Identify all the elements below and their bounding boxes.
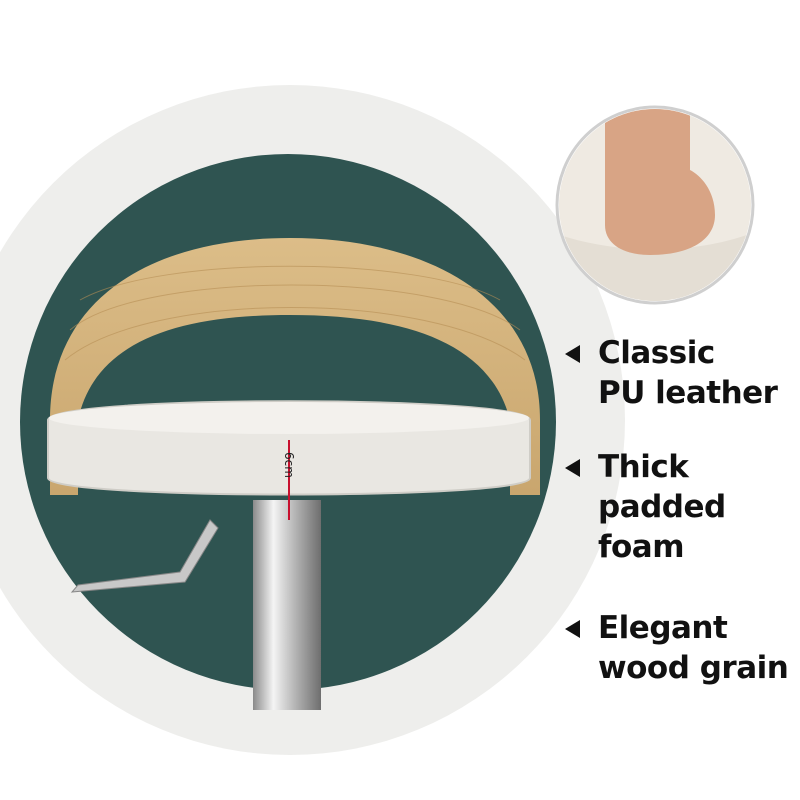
feature-line: PU leather: [598, 375, 778, 411]
height-lever: [70, 519, 219, 593]
feature-line: padded: [598, 489, 726, 525]
feature-line: foam: [598, 529, 685, 565]
seat-thickness-label: 6cm: [282, 452, 296, 478]
feature-line: Classic: [598, 335, 715, 371]
feature-wood-grain: Elegant wood grain: [565, 608, 789, 688]
feature-line: wood grain: [598, 650, 789, 686]
chrome-pole: [253, 500, 321, 710]
fist-icon: [605, 109, 715, 255]
feature-line: Elegant: [598, 610, 728, 646]
wood-backrest: [50, 238, 540, 495]
feature-line: Thick: [598, 449, 689, 485]
arrow-left-icon: [565, 345, 580, 363]
feature-pu-leather: Classic PU leather: [565, 333, 778, 413]
arrow-left-icon: [565, 459, 580, 477]
feature-padded-foam: Thick padded foam: [565, 447, 726, 567]
arrow-left-icon: [565, 620, 580, 638]
